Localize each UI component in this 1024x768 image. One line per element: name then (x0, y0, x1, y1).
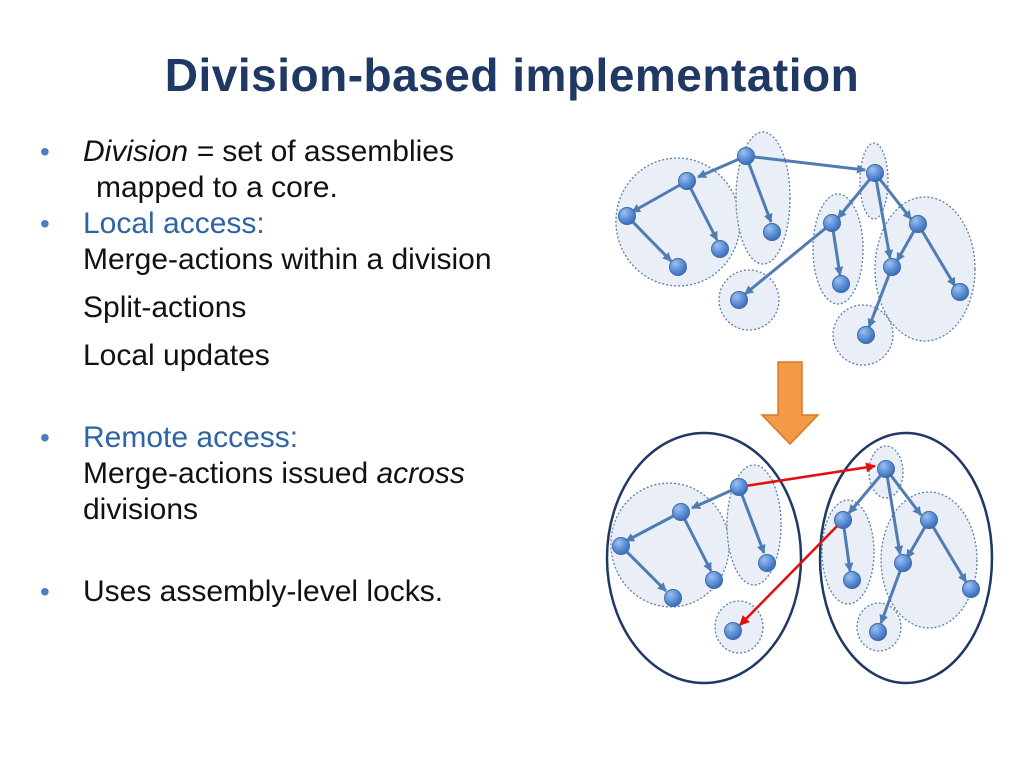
assembly-node (724, 622, 742, 640)
division-definition-cont: mapped to a core. (96, 171, 338, 204)
remote-access-text-cont: divisions (83, 493, 199, 526)
edge (745, 154, 866, 174)
division-definition: set of assemblies (213, 135, 454, 168)
division-term: Division = (83, 135, 214, 168)
edge (927, 519, 968, 583)
edge (867, 266, 894, 328)
assembly-node (758, 554, 776, 572)
assembly-node (834, 511, 852, 529)
bullet-locks: • Uses assembly-level locks. (40, 574, 610, 610)
bullet-dot: • (40, 576, 50, 607)
assembly-group (874, 196, 976, 342)
bullet-dot: • (40, 208, 50, 239)
bullet-division-definition: • Division = set of assemblies mapped to… (40, 134, 610, 206)
assembly-node (866, 164, 884, 182)
edge (873, 172, 913, 220)
edge (884, 468, 923, 516)
local-access-item: Merge-actions within a division (83, 243, 492, 276)
assembly-node (763, 223, 781, 241)
assembly-node (711, 240, 729, 258)
top-graph (615, 131, 976, 366)
remote-access-heading: Remote access: (83, 421, 299, 454)
edge (916, 223, 957, 287)
assembly-node (669, 258, 687, 276)
remote-access-text: Merge-actions issued (83, 457, 377, 490)
bullet-dot: • (40, 422, 50, 453)
edge (631, 179, 688, 214)
assembly-node (678, 172, 696, 190)
locks-text: Uses assembly-level locks. (83, 575, 444, 608)
edge (737, 486, 766, 554)
assembly-group (718, 269, 780, 331)
local-access-item: Local updates (83, 339, 270, 372)
edge (873, 172, 894, 259)
remote-edge (738, 462, 876, 489)
edge (744, 155, 773, 223)
edge (884, 468, 904, 555)
assembly-node (951, 283, 969, 301)
assembly-node (705, 571, 723, 589)
assembly-node (962, 580, 980, 598)
bullet-list: • Division = set of assemblies mapped to… (40, 134, 610, 610)
slide-title: Division-based implementation (164, 49, 860, 101)
remote-edge (739, 519, 844, 626)
assembly-node (612, 537, 630, 555)
assembly-node (869, 623, 887, 641)
assembly-node (877, 460, 895, 478)
assembly-node (909, 215, 927, 233)
edge (685, 180, 719, 241)
edge (619, 544, 668, 593)
assembly-node (857, 326, 875, 344)
assembly-node (843, 571, 861, 589)
assembly-node (823, 214, 841, 232)
edge (744, 221, 833, 296)
edge (836, 172, 877, 219)
edge (625, 214, 673, 263)
assembly-node (618, 207, 636, 225)
assembly-node (883, 258, 901, 276)
assembly-node (664, 589, 682, 607)
assembly-node (920, 511, 938, 529)
assembly-node (737, 147, 755, 165)
edge (679, 511, 713, 572)
assembly-node (894, 554, 912, 572)
edge (879, 562, 905, 624)
bullet-local-access: • Local access: Merge-actions within a d… (40, 206, 610, 374)
down-arrow-icon (760, 361, 820, 446)
bullet-dot: • (40, 136, 50, 167)
local-access-heading: Local access: (83, 207, 265, 240)
edge (625, 510, 682, 543)
assembly-group (880, 491, 978, 629)
assembly-node (730, 478, 748, 496)
remote-access-emphasis: across (376, 457, 465, 490)
bullet-remote-access: • Remote access: Merge-actions issued ac… (40, 420, 610, 528)
edge (847, 468, 888, 514)
assembly-node (672, 503, 690, 521)
local-access-item: Split-actions (83, 291, 247, 324)
assembly-node (832, 275, 850, 293)
assembly-node (730, 291, 748, 309)
bottom-graph (605, 431, 994, 685)
